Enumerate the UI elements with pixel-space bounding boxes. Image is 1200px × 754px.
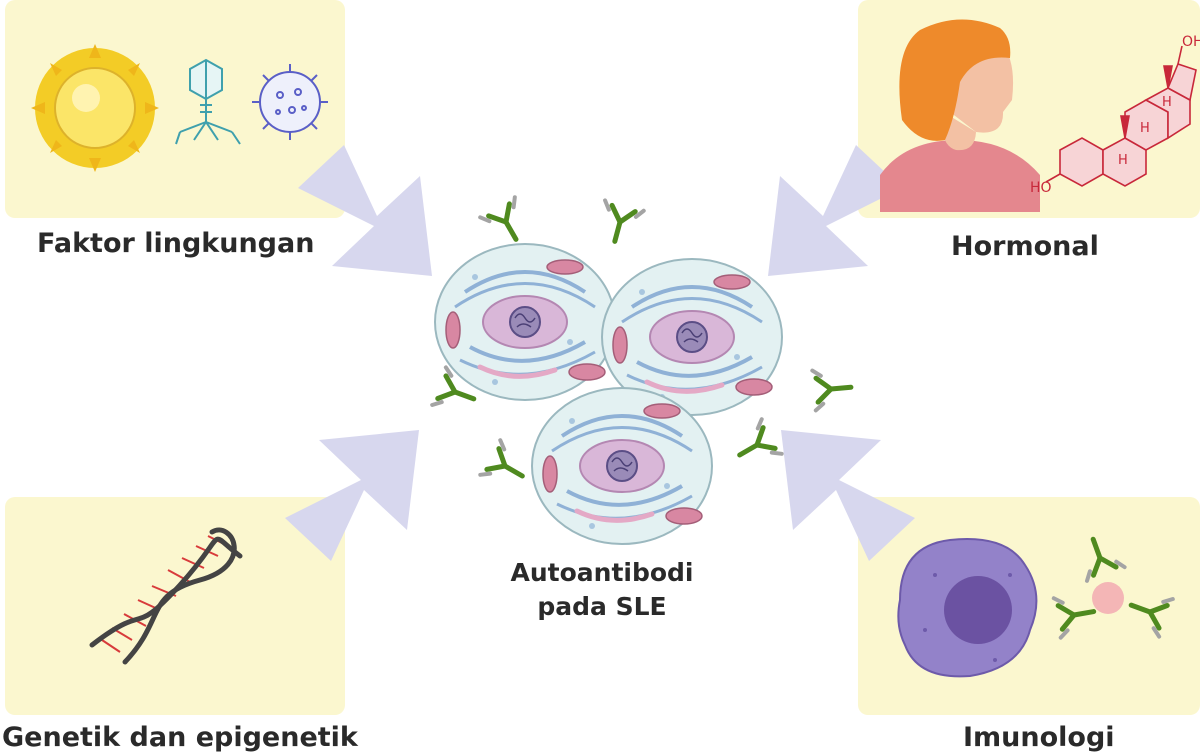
antibody-icon xyxy=(1074,532,1124,580)
immune-cell-icon xyxy=(897,538,1038,678)
bacteriophage-icon xyxy=(175,58,241,145)
antibody-icon xyxy=(1054,592,1097,638)
steroid-molecule-icon: HO OH H H H xyxy=(1030,34,1200,196)
antibody-icon xyxy=(480,197,533,249)
label-environment: Faktor lingkungan xyxy=(37,228,315,259)
antibody-icon xyxy=(1124,586,1172,636)
cell-icon xyxy=(532,388,712,544)
woman-icon xyxy=(880,19,1040,212)
arrow-environment xyxy=(298,145,432,276)
steroid-label-oh-bottom: HO xyxy=(1030,180,1052,196)
dna-icon xyxy=(89,527,243,665)
antibody-icon xyxy=(812,367,852,410)
antibody-icon xyxy=(730,419,782,472)
arrow-hormonal xyxy=(768,145,902,276)
label-immunology: Imunologi xyxy=(963,722,1115,753)
label-genetic: Genetik dan epigenetik xyxy=(2,722,358,753)
label-hormonal: Hormonal xyxy=(951,231,1099,262)
sun-icon xyxy=(31,44,159,172)
panel-genetic xyxy=(5,497,345,715)
center-title: Autoantibodi pada SLE xyxy=(480,556,724,624)
center-title-line2: pada SLE xyxy=(537,592,667,621)
steroid-label-h1: H xyxy=(1118,153,1128,168)
antibody-icon xyxy=(480,440,532,493)
steroid-label-h2: H xyxy=(1140,121,1150,136)
antigen-icon xyxy=(1092,582,1124,614)
arrow-immunology xyxy=(781,430,915,561)
center-title-line1: Autoantibodi xyxy=(510,558,694,587)
virus-icon xyxy=(252,64,328,140)
steroid-label-oh-top: OH xyxy=(1182,34,1200,50)
steroid-label-h3: H xyxy=(1162,95,1172,110)
antibody-icon xyxy=(596,200,644,246)
arrow-genetic xyxy=(285,430,419,561)
cell-icon xyxy=(435,244,615,400)
